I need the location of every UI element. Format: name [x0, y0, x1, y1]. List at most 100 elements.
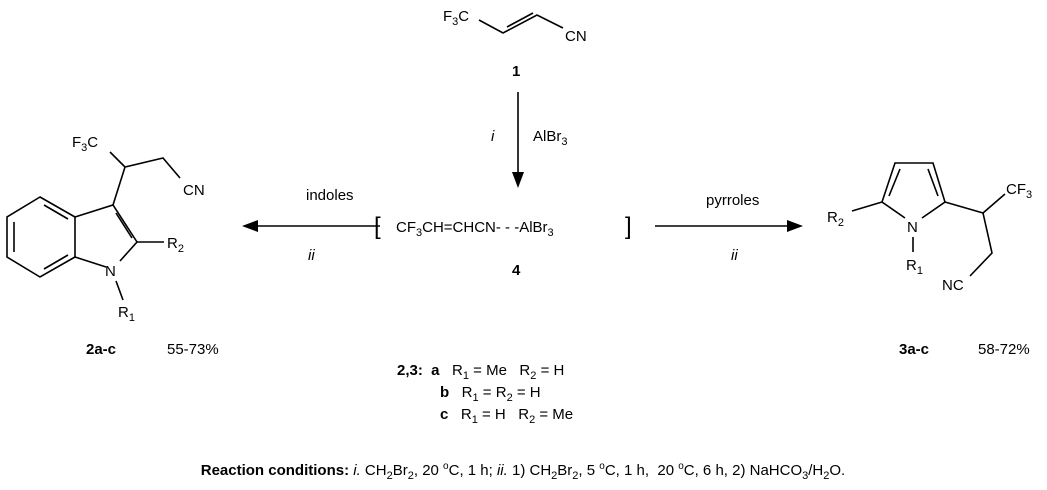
text-segment: ii: [308, 247, 315, 264]
text-segment: 1: [512, 63, 520, 80]
text-segment: AlBr: [533, 128, 561, 145]
compound-2-label: 2a-c: [86, 341, 116, 358]
indole-r2: R2: [167, 235, 184, 255]
text-segment: 1: [473, 392, 479, 404]
text-segment: N: [907, 219, 918, 236]
text-segment: Reaction conditions:: [201, 462, 349, 479]
alkene-bond: [478, 14, 564, 34]
text-segment: 55-73%: [167, 341, 219, 358]
step-ii-label-right: ii: [731, 247, 738, 264]
text-segment: R: [449, 384, 473, 401]
text-segment: 2: [572, 470, 578, 482]
text-segment: 2: [838, 217, 844, 229]
indoles-arrow: indoles ii: [242, 187, 380, 264]
arrowhead-left: [242, 220, 258, 232]
pyrroles-arrow: pyrroles ii: [655, 192, 803, 264]
text-segment: 3: [548, 227, 554, 239]
text-segment: c: [440, 406, 448, 423]
text-segment: = H: [536, 362, 564, 379]
text-segment: , 5: [578, 462, 599, 479]
text-segment: 2: [530, 370, 536, 382]
text-segment: CN: [565, 28, 587, 45]
indole-r1: R1: [118, 304, 135, 324]
text-segment: 3: [452, 16, 458, 28]
text-segment: = Me: [535, 406, 573, 423]
bracket-right: ]: [625, 213, 632, 240]
pyrrole-cf3: CF3: [1006, 181, 1032, 201]
pyrrole-nc: NC: [942, 277, 964, 294]
pyrroles-label: pyrroles: [706, 192, 759, 209]
text-segment: 2: [408, 470, 414, 482]
text-segment: R: [118, 304, 129, 321]
text-segment: 2: [823, 470, 829, 482]
arrowhead-right: [787, 220, 803, 232]
pyrrole-n: N: [907, 219, 918, 236]
indole-product-structure: N R1 R2 F3C CN 2a-c 55-73%: [6, 134, 219, 358]
text-segment: 3: [416, 227, 422, 239]
pyrrole-r2: R2: [827, 209, 844, 229]
substituent-c: c R1 = H R2 = Me: [440, 406, 573, 426]
cn-label: CN: [565, 28, 587, 45]
cf3-label: F3C: [443, 8, 469, 28]
text-segment: o: [443, 461, 449, 472]
compound-4-label: 4: [512, 262, 521, 279]
indole-n: N: [105, 263, 116, 280]
text-segment: R: [906, 257, 917, 274]
text-segment: 2a-c: [86, 341, 116, 358]
text-segment: pyrroles: [706, 192, 759, 209]
substituent-legend: 2,3: a R1 = Me R2 = H b R1 = R2 = H c R1…: [397, 362, 573, 426]
indole-cf3: F3C: [72, 134, 98, 154]
text-segment: CN: [183, 182, 205, 199]
pyrrole-r1: R1: [906, 257, 923, 277]
text-segment: C: [458, 8, 469, 25]
text-segment: 1) CH: [508, 462, 551, 479]
text-segment: = H R: [478, 406, 529, 423]
step-ii-label-left: ii: [308, 247, 315, 264]
substituent-a: 2,3: a R1 = Me R2 = H: [397, 362, 564, 382]
text-segment: 3: [81, 142, 87, 154]
text-segment: = Me R: [469, 362, 530, 379]
alkene-double-bond: [506, 12, 534, 28]
albr3-reagent: AlBr3: [533, 128, 567, 148]
intermediate-formula: CF3CH=CHCN- - -AlBr3: [396, 219, 554, 239]
compound-3-yield: 58-72%: [978, 341, 1030, 358]
text-segment: 2: [387, 470, 393, 482]
text-segment: NC: [942, 277, 964, 294]
text-segment: Br: [557, 462, 572, 479]
text-segment: 1: [917, 265, 923, 277]
text-segment: C, 6 h, 2) NaHCO: [684, 462, 802, 479]
text-segment: /H: [808, 462, 823, 479]
text-segment: b: [440, 384, 449, 401]
text-segment: F: [443, 8, 452, 25]
text-segment: C, 1 h;: [449, 462, 497, 479]
text-segment: 1: [472, 414, 478, 426]
text-segment: 4: [512, 262, 521, 279]
text-segment: 1: [463, 370, 469, 382]
text-segment: 3: [1026, 189, 1032, 201]
compound-3-label: 3a-c: [899, 341, 929, 358]
pyrrole-product-structure: N R1 R2 CF3 NC 3a-c 58-72%: [827, 162, 1032, 358]
text-segment: 1: [129, 312, 135, 324]
indole-cn: CN: [183, 182, 205, 199]
step-i-label: i: [491, 128, 495, 145]
text-segment: 2,3: a: [397, 362, 440, 379]
text-segment: CF: [396, 219, 416, 236]
text-segment: , 20: [414, 462, 443, 479]
text-segment: o: [599, 461, 605, 472]
text-segment: Br: [393, 462, 408, 479]
text-segment: CH=CHCN- - -AlBr: [422, 219, 547, 236]
text-segment: 2: [178, 243, 184, 255]
text-segment: indoles: [306, 187, 354, 204]
text-segment: 58-72%: [978, 341, 1030, 358]
text-segment: 3a-c: [899, 341, 929, 358]
intermediate-4: [ CF3CH=CHCN- - -AlBr3 ] 4: [374, 213, 632, 279]
compound-2-yield: 55-73%: [167, 341, 219, 358]
reagent-1-structure: F3C CN 1: [443, 8, 587, 80]
text-segment: 2: [529, 414, 535, 426]
text-segment: i: [491, 128, 495, 145]
text-segment: C: [87, 134, 98, 151]
text-segment: = H: [513, 384, 541, 401]
text-segment: R: [827, 209, 838, 226]
text-segment: N: [105, 263, 116, 280]
